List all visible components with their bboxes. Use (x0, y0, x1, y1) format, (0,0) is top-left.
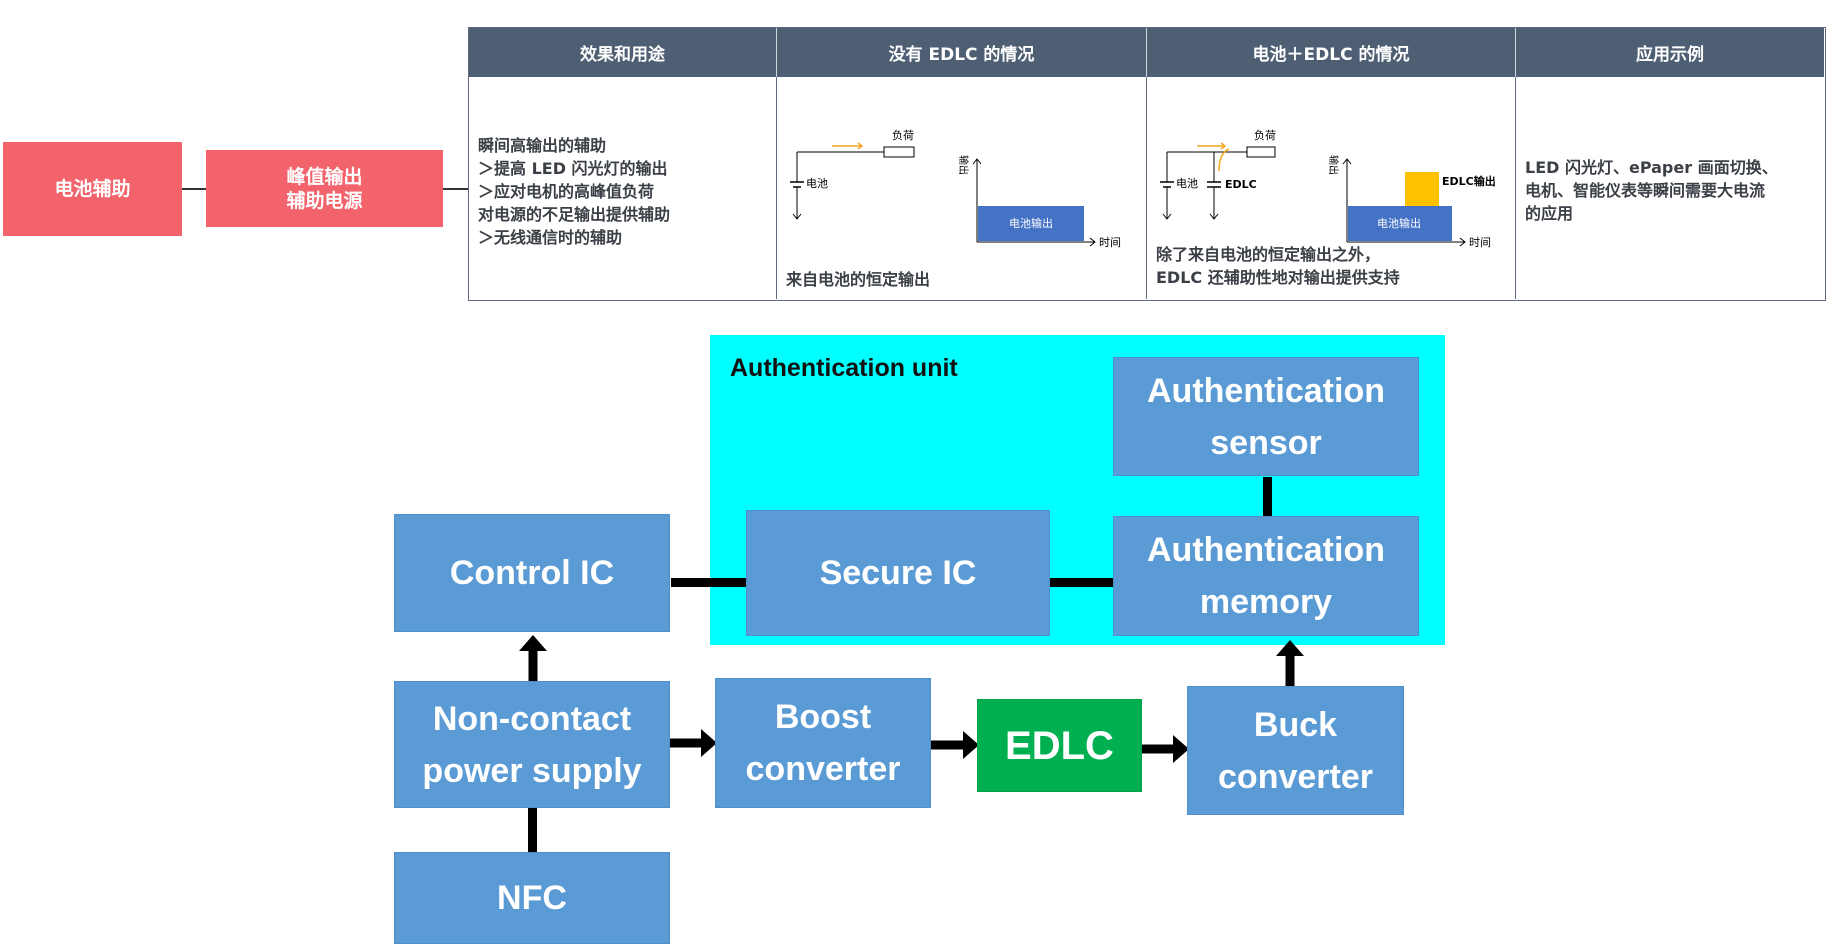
effect-line: ＞应对电机的高峰值负荷 (478, 182, 655, 201)
block-line: Non-contact (432, 699, 632, 738)
battery-assist-box: 电池辅助 (3, 142, 182, 236)
with-edlc-illustration: 负荷 电池 EDLC 电池输出 EDLC输出 时间 输出 (1160, 128, 1496, 249)
table-cell (1147, 77, 1516, 299)
y-axis-arrow (1342, 158, 1352, 165)
control-ic-block: Control IC (394, 514, 670, 632)
load-resistor (1246, 146, 1276, 158)
header-label: 电池＋EDLC 的情况 (1252, 45, 1410, 65)
ground-arrow (1209, 213, 1219, 220)
secure-ic-block: Secure IC (746, 510, 1050, 636)
connector-secure-memory (1050, 578, 1116, 587)
caption-line: 除了来自电池的恒定输出之外， (1156, 245, 1381, 264)
block-line: Authentication (1147, 371, 1385, 410)
connector-nfc-noncontact (528, 808, 537, 856)
effect-line: 瞬间高输出的辅助 (478, 136, 607, 155)
arrow-right-to-edlc (931, 731, 979, 759)
block-line: sensor (1210, 423, 1322, 462)
bar-label: 电池输出 (1009, 216, 1053, 230)
edlc-current-arrow (1218, 148, 1230, 172)
load-label: 负荷 (892, 128, 914, 142)
block-line: EDLC (1005, 723, 1114, 768)
application-line: 电机、智能仪表等瞬间需要大电流 (1525, 181, 1766, 200)
peak-output-line1: 峰值输出 (286, 165, 363, 188)
table-header-no-edlc: 没有 EDLC 的情况 (777, 28, 1147, 77)
block-line: Boost (774, 698, 872, 736)
header-label: 效果和用途 (580, 45, 665, 65)
header-label: 应用示例 (1636, 45, 1704, 65)
table-cell (777, 77, 1147, 299)
boost-converter-block: Boost converter (715, 678, 931, 808)
effect-line: ＞无线通信时的辅助 (478, 228, 623, 247)
table-header-effect: 效果和用途 (469, 28, 777, 77)
nfc-block: NFC (394, 852, 670, 944)
authentication-unit-label: Authentication unit (730, 354, 958, 382)
block-line: Buck (1253, 705, 1338, 744)
connector-line (182, 188, 206, 190)
battery-label: 电池 (1176, 177, 1198, 190)
battery-label: 电池 (806, 177, 828, 190)
non-contact-power-supply-block: Non-contact power supply (394, 681, 670, 808)
block-line: Control IC (449, 554, 615, 592)
effect-text: 瞬间高输出的辅助 ＞提高 LED 闪光灯的输出 ＞应对电机的高峰值负荷 对电源的… (478, 134, 768, 249)
block-line: converter (1218, 757, 1373, 796)
x-axis-arrow (1089, 237, 1096, 247)
x-axis-arrow (1459, 237, 1466, 247)
edlc-block: EDLC (977, 699, 1142, 792)
connector-line (443, 188, 468, 190)
edlc-output-label: EDLC输出 (1442, 174, 1496, 188)
no-edlc-caption: 来自电池的恒定输出 (786, 270, 931, 289)
block-line: NFC (497, 879, 567, 917)
time-label: 时间 (1099, 236, 1121, 249)
block-line: Authentication (1147, 531, 1385, 569)
table-cell (469, 77, 777, 299)
effect-line: ＞提高 LED 闪光灯的输出 (478, 159, 668, 178)
load-resistor (883, 146, 915, 158)
arrow-up-to-control-ic (519, 635, 547, 683)
block-line: converter (745, 750, 901, 788)
caption-line: EDLC 还辅助性地对输出提供支持 (1156, 268, 1400, 287)
edlc-label: EDLC (1225, 178, 1257, 191)
bar-label: 电池输出 (1377, 216, 1421, 230)
header-label: 没有 EDLC 的情况 (888, 45, 1035, 65)
current-arrow-head (857, 142, 864, 150)
block-line: memory (1199, 583, 1333, 621)
output-label: 输出 (1327, 155, 1340, 175)
authentication-memory-block: Authentication memory (1113, 516, 1419, 636)
table-header-with-edlc: 电池＋EDLC 的情况 (1147, 28, 1516, 77)
battery-assist-label: 电池辅助 (54, 178, 131, 200)
arrow-right-to-buck (1141, 735, 1189, 763)
connector-sensor-memory (1263, 477, 1272, 519)
y-axis-arrow (972, 158, 982, 165)
load-label: 负荷 (1254, 128, 1276, 142)
arrow-up-to-auth-memory (1276, 640, 1304, 688)
authentication-sensor-block: Authentication sensor (1113, 357, 1419, 476)
battery-output-bar (1348, 206, 1452, 241)
peak-output-line2: 辅助电源 (286, 189, 363, 212)
effect-line: 对电源的不足输出提供辅助 (478, 205, 671, 224)
table-header-application: 应用示例 (1516, 28, 1824, 77)
arrow-right-to-boost (669, 729, 717, 757)
application-line: 的应用 (1525, 204, 1574, 223)
edlc-output-bar (1405, 172, 1439, 206)
ground-arrow (792, 213, 802, 220)
connector-control-secure (671, 578, 747, 587)
ground-arrow (1162, 213, 1172, 220)
application-line: LED 闪光灯、ePaper 画面切换、 (1525, 158, 1778, 177)
with-edlc-caption: 除了来自电池的恒定输出之外， EDLC 还辅助性地对输出提供支持 (1156, 243, 1506, 289)
output-label: 输出 (957, 155, 970, 175)
peak-output-box: 峰值输出 辅助电源 (206, 150, 443, 227)
time-label: 时间 (1469, 236, 1491, 249)
block-line: power supply (422, 751, 642, 790)
edlc-table: 效果和用途 没有 EDLC 的情况 电池＋EDLC 的情况 应用示例 瞬间高输出… (468, 27, 1826, 301)
application-text: LED 闪光灯、ePaper 画面切换、 电机、智能仪表等瞬间需要大电流 的应用 (1525, 156, 1821, 225)
battery-output-bar (978, 206, 1084, 241)
current-arrow-head (1220, 142, 1227, 150)
no-edlc-illustration: 负荷 电池 电池输出 时间 输出 (790, 128, 1121, 249)
block-line: Secure IC (819, 554, 977, 592)
buck-converter-block: Buck converter (1187, 686, 1404, 815)
